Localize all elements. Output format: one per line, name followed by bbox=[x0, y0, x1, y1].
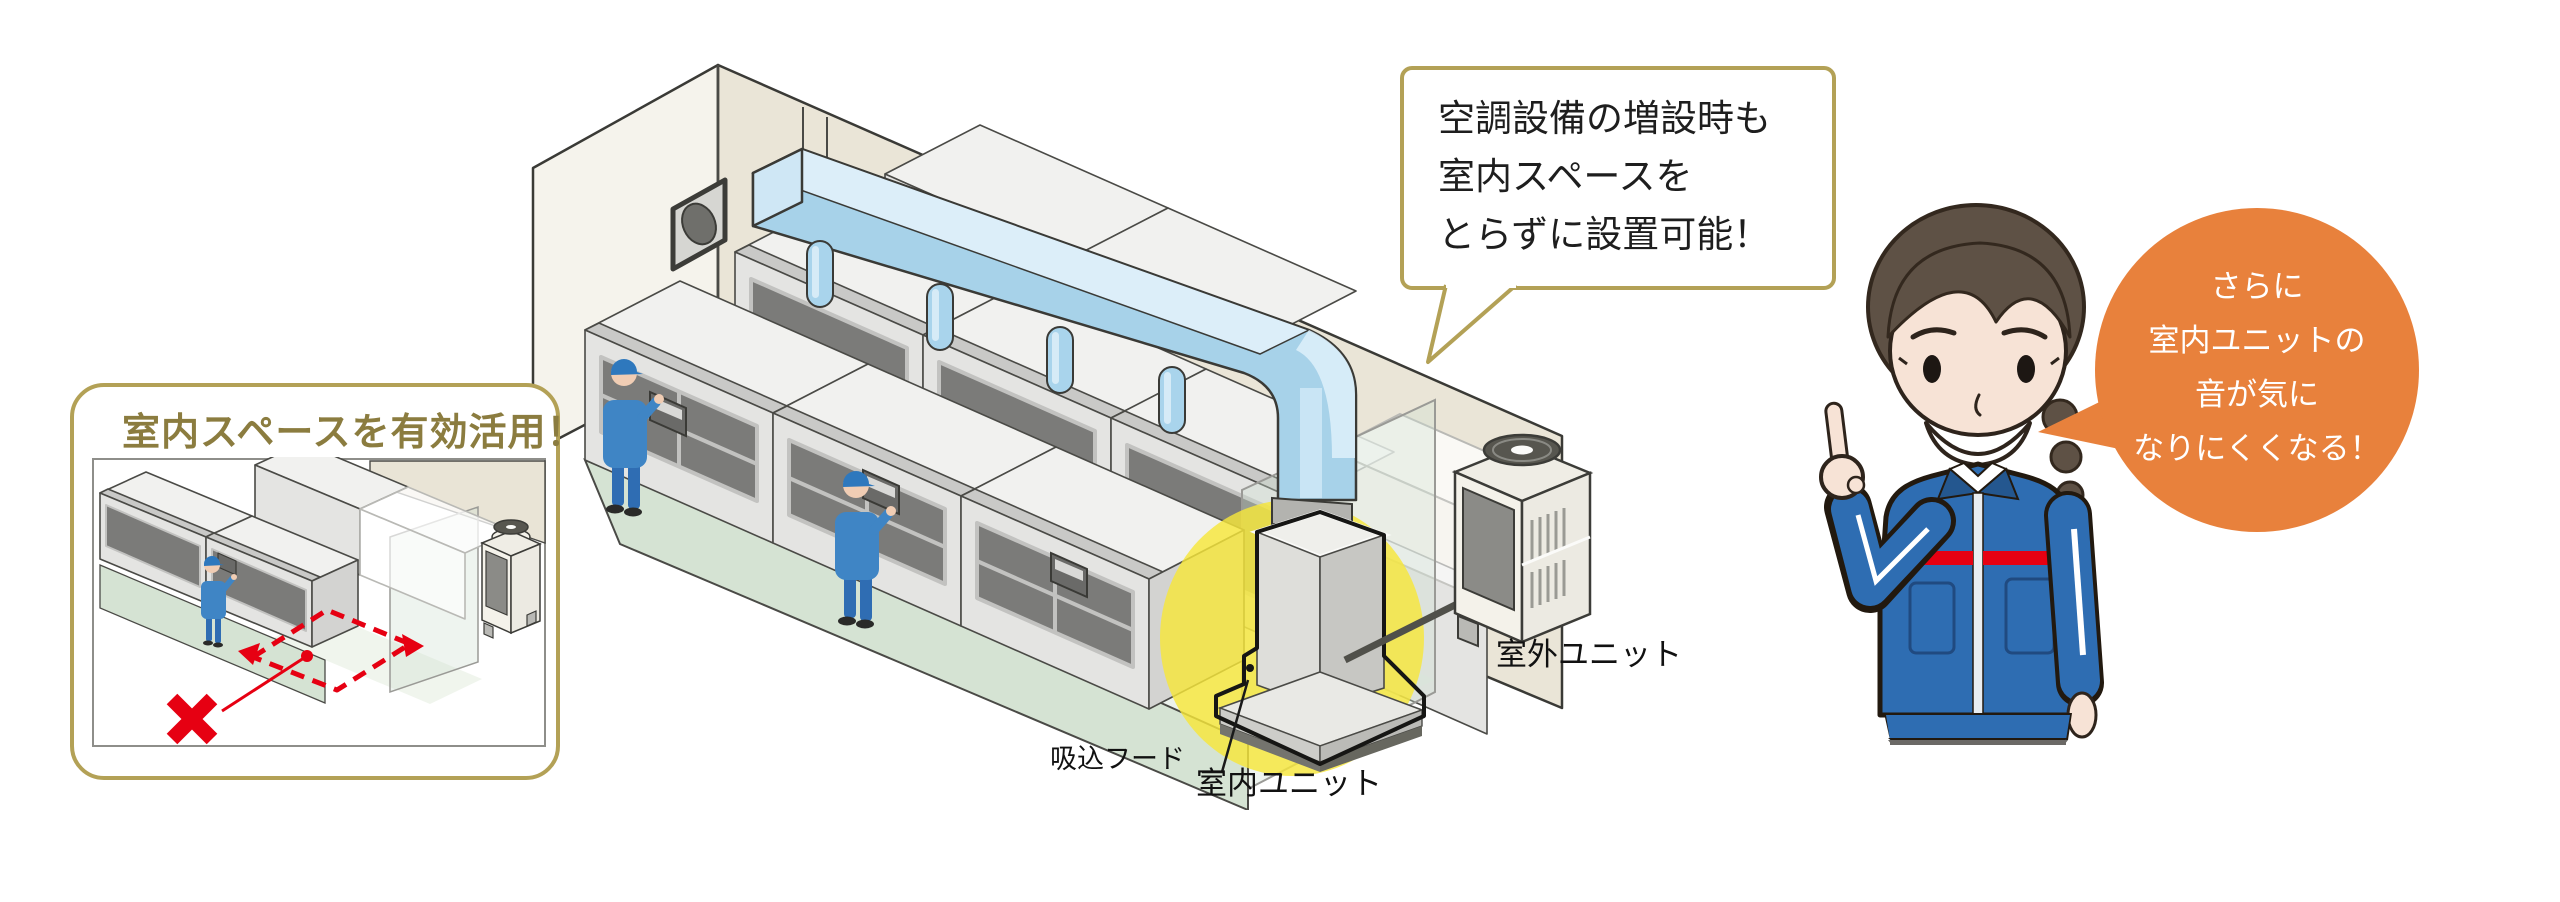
callout-tail bbox=[1426, 282, 1518, 364]
outdoor-unit-label: 室外ユニット bbox=[1496, 637, 1682, 672]
inset-illustration bbox=[92, 457, 546, 747]
hood-leader-line bbox=[1202, 679, 1250, 774]
inset-machines-front bbox=[99, 471, 359, 648]
duct-drop-pipes bbox=[806, 240, 1186, 434]
indoor-unit-label: 室内ユニット bbox=[1196, 766, 1382, 801]
suction-hood-label: 吸込フード bbox=[1050, 744, 1185, 774]
callout-line: 室内ユニットの bbox=[2148, 323, 2366, 358]
worker-figure-2 bbox=[835, 471, 896, 629]
suction-hood-outline bbox=[1214, 510, 1426, 766]
quiet-callout-bubble: さらに 室内ユニットの 音が気に なりにくくなる！ bbox=[2095, 208, 2419, 532]
machine-control-panel bbox=[649, 390, 1088, 599]
installation-callout-bubble: 空調設備の増設時も 室内スペースを とらずに設置可能！ bbox=[1400, 66, 1836, 290]
outdoor-unit-fan bbox=[1482, 433, 1562, 467]
callout-line: なりにくくなる！ bbox=[2133, 431, 2381, 466]
factory-room-illustration bbox=[531, 63, 1594, 810]
inset-floor bbox=[99, 564, 326, 704]
outdoor-unit bbox=[1451, 433, 1594, 648]
worker-figure-1 bbox=[603, 359, 664, 517]
inset-card: 室内スペースを有効活用！ bbox=[70, 383, 584, 780]
inset-worker-figure bbox=[201, 556, 237, 648]
callout-line: 音が気に bbox=[2195, 377, 2319, 412]
ceiling-duct bbox=[751, 147, 1358, 532]
indoor-unit bbox=[1214, 509, 1426, 772]
pointing-hand bbox=[1819, 401, 1866, 500]
callout-line: 室内スペースを bbox=[1438, 156, 1693, 197]
red-x-icon bbox=[166, 693, 218, 745]
inset-title: 室内スペースを有効活用！ bbox=[122, 412, 586, 454]
inset-machines-back bbox=[254, 457, 514, 620]
suction-hood-base bbox=[1217, 671, 1425, 772]
vent-fan-icon bbox=[670, 177, 728, 272]
callout-line: さらに bbox=[2210, 269, 2304, 304]
callout-line: とらずに設置可能！ bbox=[1438, 214, 1771, 255]
inset-outdoor-unit bbox=[480, 519, 542, 639]
red-dashed-area bbox=[221, 607, 424, 713]
callout-line: 空調設備の増設時も bbox=[1438, 98, 1771, 139]
pointing-woman-illustration bbox=[1819, 203, 2104, 745]
